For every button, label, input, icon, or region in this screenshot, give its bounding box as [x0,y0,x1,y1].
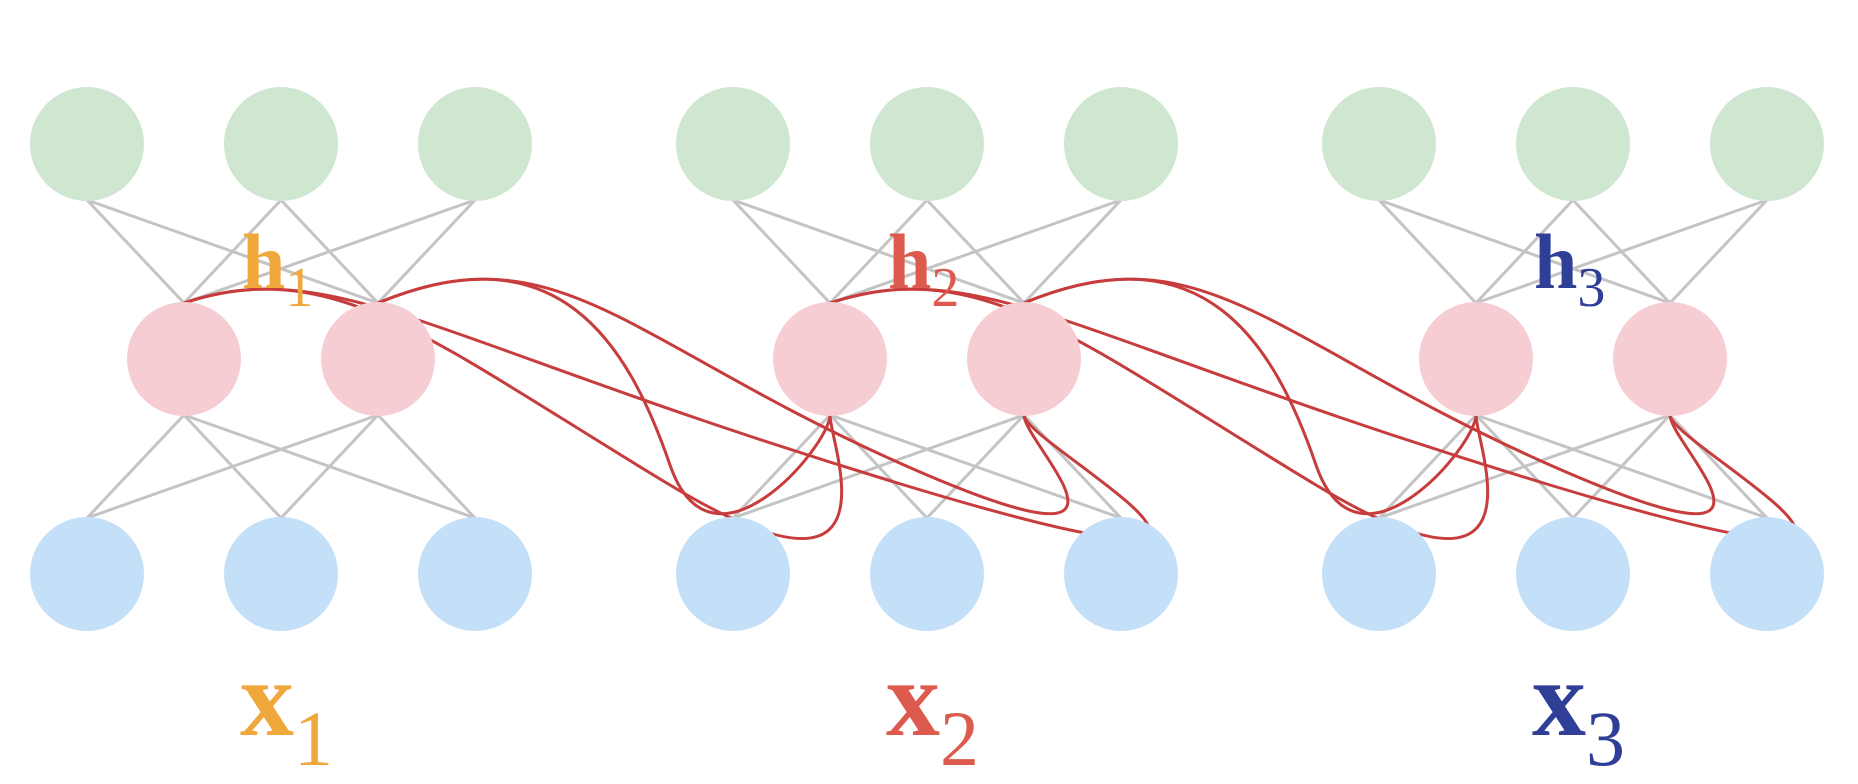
input-node-2-1 [676,517,790,631]
edge-hidden-input-3-1-1 [1377,413,1478,520]
output-node-3-3 [1710,87,1824,201]
edge-hidden-input-1-1-1 [85,413,186,520]
output-node-2-1 [676,87,790,201]
hidden-label-3-sub: 3 [1577,257,1605,319]
edge-hidden-output-2-2-2 [925,198,1026,305]
recurrent-edges [183,277,1797,540]
output-node-1-1 [30,87,144,201]
recurrent-edge-2-1-to-3-2 [829,287,1797,540]
hidden-node-2-1 [773,302,887,416]
input-label-1-sub: 1 [294,695,333,782]
hidden-node-3-2 [1613,302,1727,416]
edge-hidden-output-1-1-1 [85,198,186,305]
input-node-3-3 [1710,517,1824,631]
input-label-2: x2 [886,640,979,782]
input-node-1-3 [418,517,532,631]
feedforward-edges [85,198,1769,520]
input-node-2-3 [1064,517,1178,631]
edge-hidden-output-1-2-3 [376,198,477,305]
edge-hidden-output-3-2-3 [1668,198,1769,305]
hidden-label-1-sub: 1 [285,257,313,319]
recurrent-edge-1-1-to-2-2 [183,287,1151,540]
hidden-node-3-1 [1419,302,1533,416]
edge-hidden-output-3-1-1 [1377,198,1478,305]
edge-hidden-input-1-2-3 [376,413,477,520]
input-label-2-base: x [886,640,940,759]
edge-hidden-output-1-2-1 [86,198,379,305]
edge-hidden-output-3-2-1 [1378,198,1671,305]
hidden-label-1: h1 [242,218,313,319]
output-node-3-1 [1322,87,1436,201]
hidden-node-2-2 [967,302,1081,416]
edge-hidden-output-1-2-2 [279,198,380,305]
recurrent-edge-2-1-to-3-1 [829,287,1490,540]
edge-hidden-input-2-2-1 [732,413,1025,520]
edge-hidden-output-2-2-1 [732,198,1025,305]
recurrent-edge-1-1-to-2-1 [183,287,844,540]
edge-hidden-input-1-2-2 [279,413,380,520]
output-node-3-2 [1516,87,1630,201]
input-node-2-2 [870,517,984,631]
input-node-3-2 [1516,517,1630,631]
edge-hidden-input-2-1-1 [731,413,832,520]
edge-hidden-input-3-2-1 [1378,413,1671,520]
edge-hidden-input-1-2-1 [86,413,379,520]
network-nodes [30,87,1824,631]
input-node-1-1 [30,517,144,631]
output-node-1-2 [224,87,338,201]
edge-hidden-input-3-2-2 [1571,413,1672,520]
edge-hidden-output-2-2-3 [1022,198,1123,305]
hidden-label-2-sub: 2 [931,257,959,319]
output-node-1-3 [418,87,532,201]
edge-hidden-output-3-2-2 [1571,198,1672,305]
edge-hidden-output-2-1-1 [731,198,832,305]
input-label-1: x1 [240,640,333,782]
input-label-3: x3 [1532,640,1625,782]
recurrent-edge-2-2-to-3-2 [1023,277,1716,516]
output-node-2-2 [870,87,984,201]
hidden-label-2: h2 [888,218,959,319]
input-label-3-base: x [1532,640,1586,759]
hidden-label-2-base: h [888,218,931,305]
edge-hidden-input-2-2-3 [1022,413,1123,520]
hidden-label-3: h3 [1534,218,1605,319]
edge-hidden-input-3-2-3 [1668,413,1769,520]
hidden-node-1-1 [127,302,241,416]
input-node-3-1 [1322,517,1436,631]
input-label-2-sub: 2 [940,695,979,782]
recurrent-edge-1-2-to-2-2 [377,277,1070,516]
hidden-label-3-base: h [1534,218,1577,305]
input-label-3-sub: 3 [1586,695,1625,782]
edge-hidden-input-2-2-2 [925,413,1026,520]
input-node-1-2 [224,517,338,631]
input-label-1-base: x [240,640,294,759]
output-node-2-3 [1064,87,1178,201]
hidden-label-1-base: h [242,218,285,305]
hidden-node-1-2 [321,302,435,416]
